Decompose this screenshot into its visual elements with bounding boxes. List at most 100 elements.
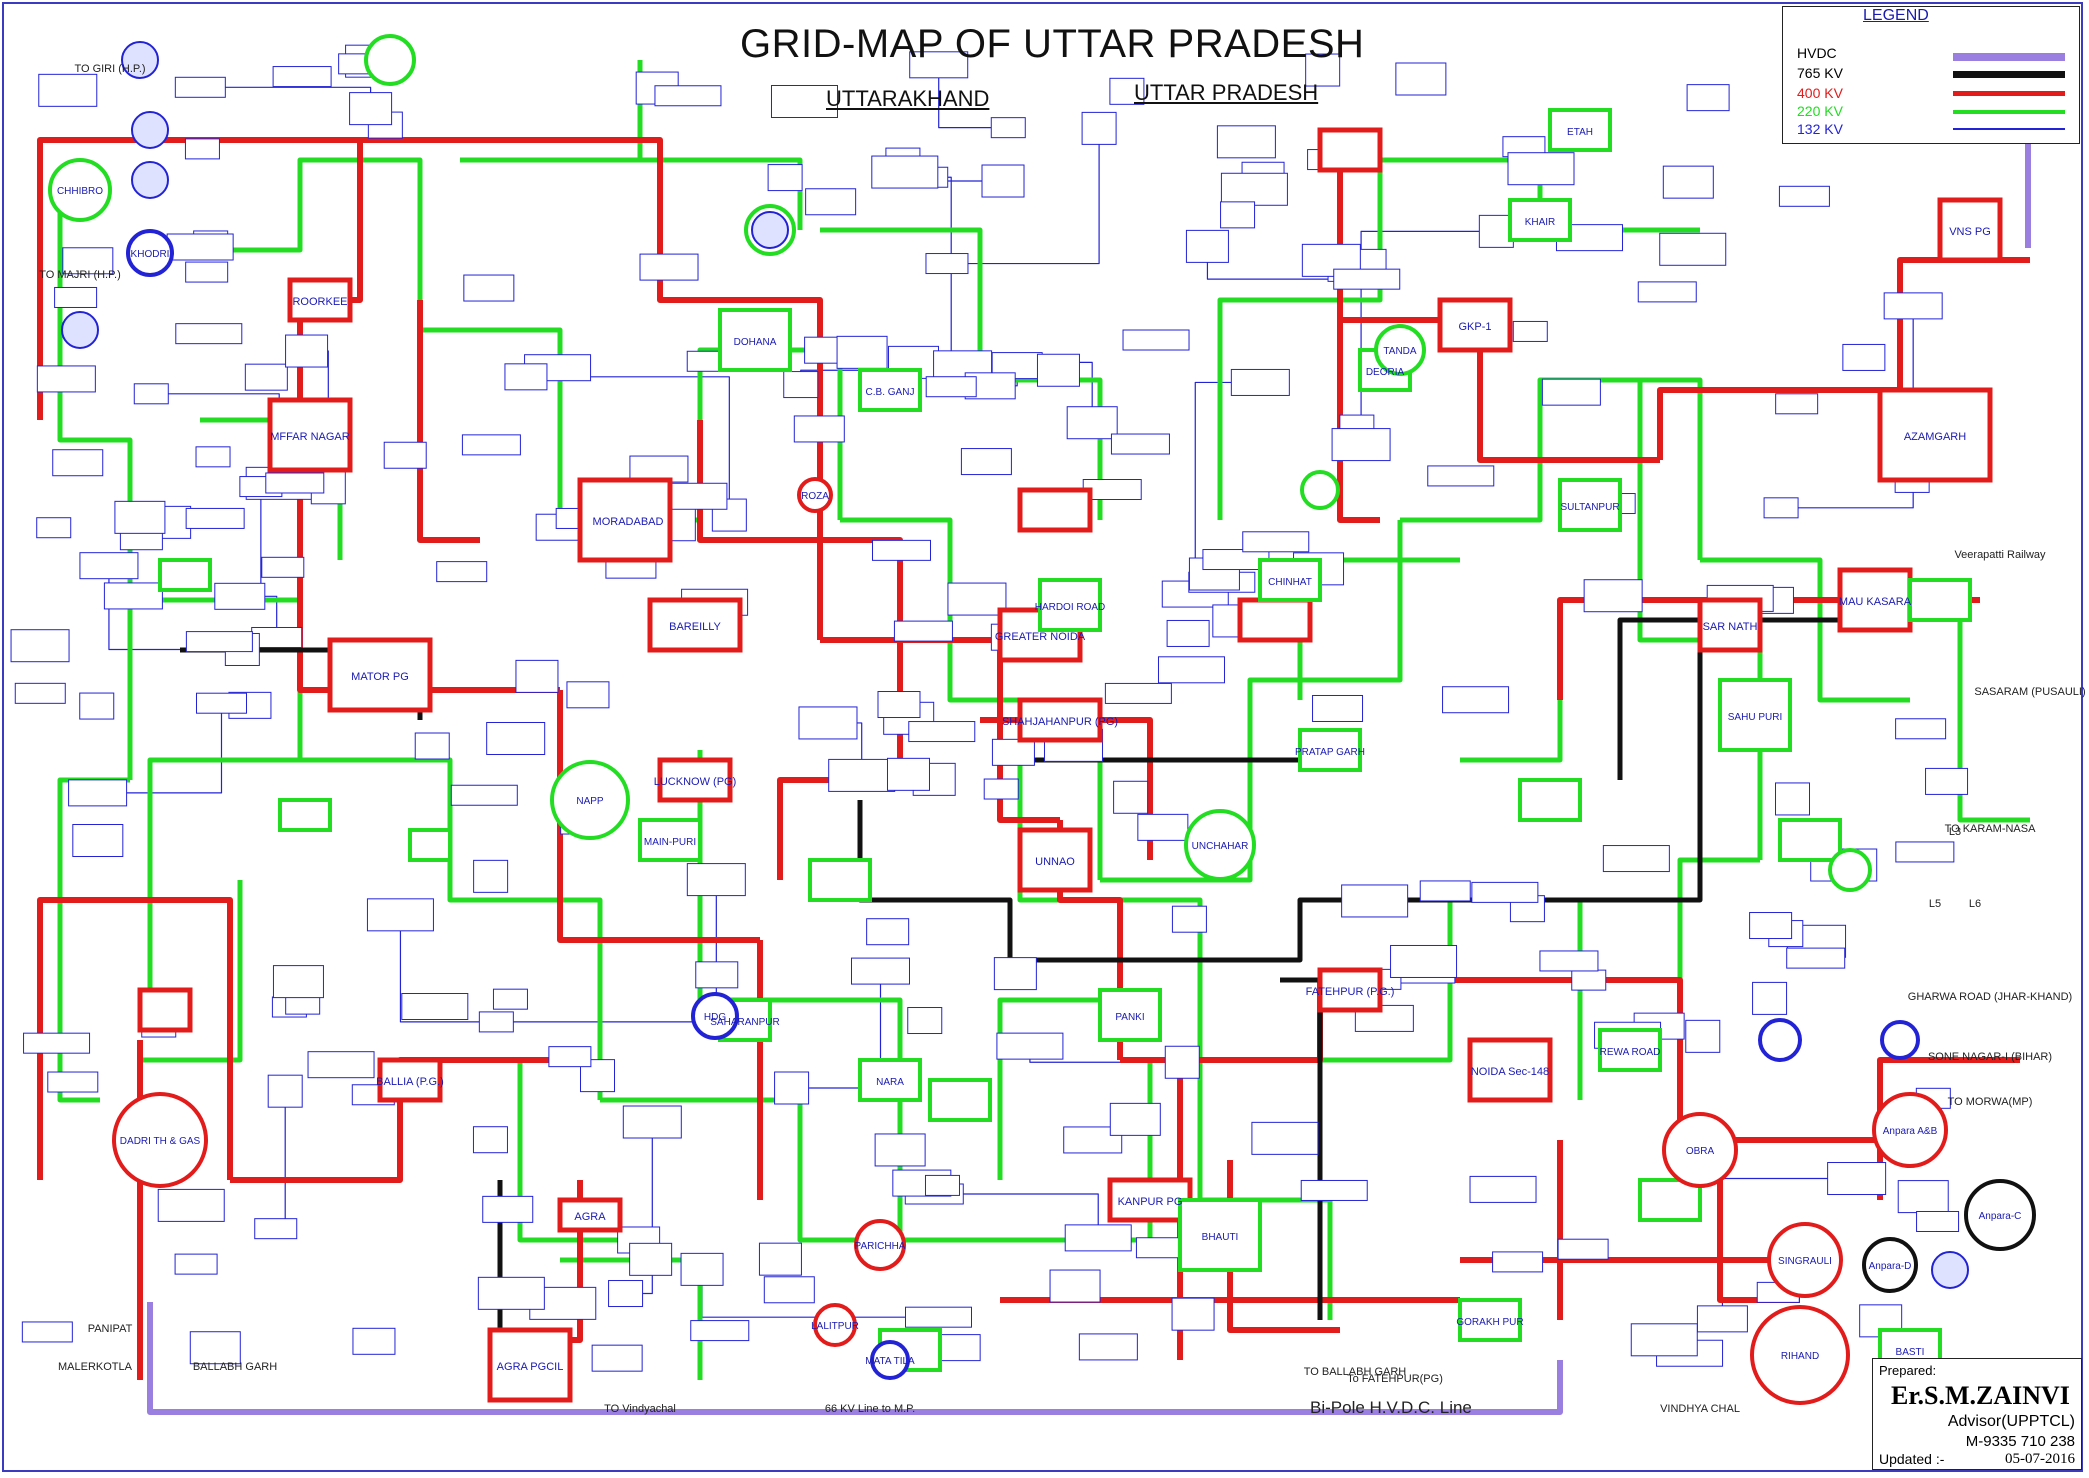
substation-220kv-label: DOHANA	[734, 337, 777, 348]
substation-400kv-box	[647, 597, 743, 653]
substation-132kv-box	[548, 1046, 592, 1068]
substation-132kv-box	[1659, 232, 1727, 266]
generating-station-circle	[48, 158, 112, 222]
substation-132kv-box	[1895, 841, 1955, 863]
substation-220kv-box	[1778, 818, 1842, 862]
substation-132kv-box	[1185, 229, 1229, 263]
generating-station-circle	[1872, 1092, 1948, 1168]
substation-220kv-box	[718, 308, 792, 372]
substation-132kv-box	[680, 1252, 724, 1286]
line-132kv	[275, 1091, 286, 1230]
substation-132kv-box	[1104, 682, 1172, 704]
substation-132kv-box	[1341, 884, 1409, 918]
substation-400kv-box	[1017, 487, 1093, 533]
substation-132kv-box	[1220, 201, 1256, 229]
substation-132kv-box	[175, 323, 243, 345]
hydro-station-circle	[61, 311, 99, 349]
legend-swatch-400kv	[1953, 91, 2065, 96]
substation-132kv-box	[690, 1320, 750, 1342]
substation-132kv-box	[1686, 84, 1730, 112]
prepared-box: Prepared: Er.S.M.ZAINVI Advisor(UPPTCL) …	[1872, 1358, 2082, 1470]
line-220kv	[997, 997, 1100, 1180]
substation-132kv-box	[991, 738, 1035, 766]
substation-132kv-box	[1571, 969, 1607, 991]
substation-132kv-box	[1251, 1121, 1319, 1155]
substation-132kv-box	[711, 498, 747, 532]
updated-date: 05-07-2016	[2005, 1451, 2075, 1467]
generating-station-circle	[1184, 809, 1256, 881]
substation-132kv-box	[886, 757, 930, 791]
generating-station-label: NAPP	[576, 796, 604, 807]
substation-220kv-box	[1458, 1298, 1522, 1342]
generating-station-label: HDG	[704, 1012, 726, 1023]
generating-station-label: KHODRI	[131, 249, 170, 260]
substation-400kv-box	[1237, 597, 1313, 643]
substation-132kv-box	[1109, 77, 1145, 105]
line-132kv	[1781, 305, 1914, 509]
substation-400kv-box	[137, 987, 193, 1033]
substation-132kv-box	[1842, 343, 1886, 371]
line-220kv	[1700, 557, 1910, 703]
line-400kv	[1337, 320, 1380, 523]
generating-station-label: ROZA	[801, 491, 829, 502]
substation-132kv-box	[981, 164, 1025, 198]
substation-132kv-box	[1081, 111, 1117, 145]
substation-132kv-box	[195, 446, 231, 468]
substation-132kv-box	[1171, 1297, 1215, 1331]
substation-220kv-box	[1508, 198, 1572, 242]
substation-132kv-box	[23, 1032, 91, 1054]
hydro-station-circle	[1931, 1251, 1969, 1289]
substation-400kv-label: BALLIA (P.G.)	[376, 1076, 444, 1088]
substation-132kv-box	[1157, 656, 1225, 684]
substation-132kv-box	[909, 51, 969, 79]
region-label-uttar-pradesh: UTTAR PRADESH	[1134, 80, 1319, 105]
substation-132kv-box	[1109, 1102, 1161, 1136]
line-220kv	[1677, 857, 1760, 1100]
map-note-label: 66 KV Line to M.P.	[825, 1403, 915, 1415]
line-400kv	[360, 137, 823, 640]
substation-220kv-label: BASTI	[1896, 1347, 1925, 1358]
substation-400kv-label: AGRA	[574, 1211, 606, 1223]
substation-220kv-label: PANKI	[1115, 1012, 1144, 1023]
prepared-label: Prepared:	[1879, 1363, 1937, 1378]
substation-400kv-box	[487, 1327, 573, 1403]
substation-220kv-box	[1638, 1178, 1702, 1222]
line-hvdc	[147, 1302, 1563, 1415]
generating-station-circle	[1828, 848, 1872, 892]
substation-132kv-box	[1242, 531, 1310, 553]
substation-132kv-box	[473, 859, 509, 893]
substation-132kv-box	[352, 1327, 396, 1355]
substation-132kv-box	[783, 371, 819, 399]
substation-132kv-box	[157, 1188, 225, 1222]
substation-132kv-box	[1557, 1238, 1609, 1260]
generating-station-circle	[870, 1340, 910, 1380]
substation-132kv-box	[850, 957, 910, 985]
substation-132kv-box	[1507, 152, 1575, 186]
substation-132kv-box	[265, 472, 325, 494]
substation-132kv-box	[1331, 428, 1391, 462]
generating-station-label: CHHIBRO	[57, 186, 103, 197]
substation-220kv-box	[158, 558, 212, 592]
substation-132kv-box	[1230, 368, 1290, 396]
substation-220kv-box	[1258, 558, 1322, 602]
generating-station-circle	[854, 1219, 906, 1271]
substation-132kv-box	[21, 1321, 73, 1343]
legend-swatch-220kv	[1953, 110, 2065, 114]
line-132kv	[239, 486, 262, 597]
substation-132kv-box	[10, 629, 70, 663]
substation-132kv-box	[960, 448, 1012, 476]
substation-400kv-box	[1697, 597, 1763, 653]
substation-132kv-box	[401, 993, 469, 1021]
substation-132kv-box	[983, 778, 1019, 800]
generating-station-circle	[691, 992, 739, 1040]
substation-400kv-label: BAREILLY	[669, 621, 721, 633]
substation-400kv-box	[1437, 297, 1513, 353]
substation-400kv-label: MATOR PG	[351, 671, 409, 683]
substation-400kv-label: KANPUR PG	[1118, 1196, 1183, 1208]
substation-132kv-box	[1637, 281, 1697, 303]
generating-station-label: TANDA	[1383, 346, 1416, 357]
line-132kv	[946, 128, 1100, 265]
substation-132kv-box	[47, 1071, 99, 1093]
generating-station-circle	[1374, 324, 1426, 376]
